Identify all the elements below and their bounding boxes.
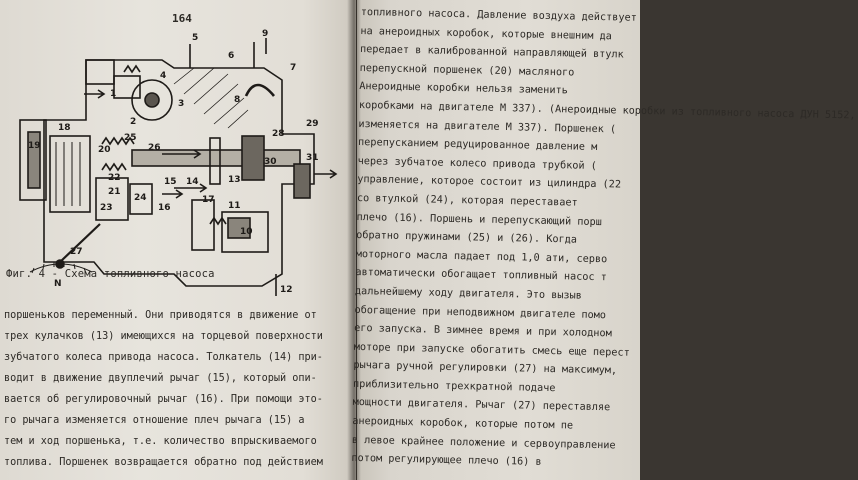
diagram-label-9: 9 bbox=[262, 29, 268, 39]
diagram-label-n: N bbox=[54, 279, 62, 289]
diagram-label-12: 12 bbox=[280, 285, 293, 295]
diagram-label-13: 13 bbox=[228, 175, 241, 185]
diagram-label-14: 14 bbox=[186, 177, 199, 187]
diagram-label-21: 21 bbox=[108, 187, 121, 197]
text-line: тем и ход поршенька, т.е. количество впр… bbox=[4, 436, 317, 447]
right-body-text: топливного насоса. Давление воздуха дейс… bbox=[351, 4, 855, 475]
diagram-label-8: 8 bbox=[234, 95, 240, 105]
text-line: топлива. Поршенек возвращается обратно п… bbox=[4, 457, 323, 468]
left-body-text: поршеньков переменный. Они приводятся в … bbox=[4, 305, 356, 473]
diagram-label-30: 30 bbox=[264, 157, 277, 167]
diagram-label-24: 24 bbox=[134, 193, 147, 203]
diagram-label-27: 27 bbox=[70, 247, 83, 257]
diagram-label-17: 17 bbox=[202, 195, 215, 205]
left-page: 164 bbox=[0, 0, 356, 480]
diagram-label-1: 1 bbox=[110, 89, 116, 99]
book-gutter bbox=[347, 0, 361, 480]
diagram-label-5: 5 bbox=[192, 33, 198, 43]
right-page: топливного насоса. Давление воздуха дейс… bbox=[351, 0, 856, 480]
diagram-label-19: 19 bbox=[28, 141, 41, 151]
diagram-label-11: 11 bbox=[228, 201, 241, 211]
diagram-label-15: 15 bbox=[164, 177, 177, 187]
text-line: водит в движение двуплечий рычаг (15), к… bbox=[4, 373, 317, 384]
diagram-label-18: 18 bbox=[58, 123, 71, 133]
diagram-label-20: 20 bbox=[98, 145, 111, 155]
page-number: 164 bbox=[172, 12, 192, 25]
diagram-label-4: 4 bbox=[160, 71, 166, 81]
diagram-label-28: 28 bbox=[272, 129, 285, 139]
text-line: вается об регулировочный рычаг (16). При… bbox=[4, 394, 323, 405]
diagram-label-7: 7 bbox=[290, 63, 296, 73]
diagram-label-29: 29 bbox=[306, 119, 319, 129]
text-line: поршеньков переменный. Они приводятся в … bbox=[4, 310, 317, 321]
diagram-label-25: 25 bbox=[124, 133, 137, 143]
figure-caption: Фиг. 4 - Схема топливного насоса bbox=[6, 268, 215, 280]
diagram-label-3: 3 bbox=[178, 99, 184, 109]
text-line: зубчатого колеса привода насоса. Толкате… bbox=[4, 352, 323, 363]
diagram-label-16: 16 bbox=[158, 203, 171, 213]
diagram-label-6: 6 bbox=[228, 51, 234, 61]
diagram-label-23: 23 bbox=[100, 203, 113, 213]
diagram-label-26: 26 bbox=[148, 143, 161, 153]
text-line: трех кулачков (13) имеющихся на торцевой… bbox=[4, 331, 323, 342]
diagram-label-2: 2 bbox=[130, 117, 136, 127]
diagram-label-22: 22 bbox=[108, 173, 121, 183]
diagram-label-10: 10 bbox=[240, 227, 253, 237]
text-line: го рычага изменяется отношение плеч рыча… bbox=[4, 415, 305, 426]
fuel-pump-diagram: 1 2 3 4 5 6 7 8 9 10 11 12 13 14 15 16 1… bbox=[19, 29, 338, 296]
diagram-label-31: 31 bbox=[306, 153, 319, 163]
